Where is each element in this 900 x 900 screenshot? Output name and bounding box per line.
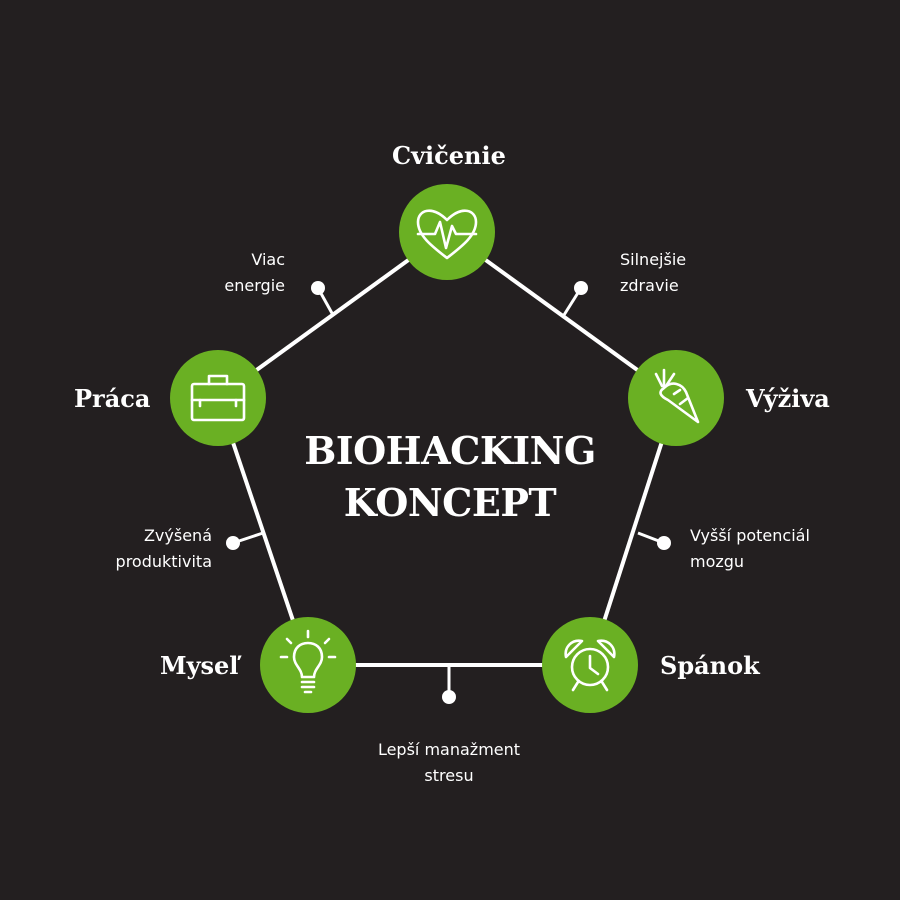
connector-dot [657, 536, 671, 550]
edge-label-silnejsie-zdravie: Silnejšie zdravie [620, 247, 686, 299]
edge-label-line: Zvýšená [143, 526, 212, 545]
node-label-praca: Práca [74, 384, 151, 413]
nodes-layer [170, 184, 724, 713]
edge-label-line: mozgu [690, 552, 745, 571]
connector-vyssi-potencial [637, 531, 671, 550]
edge-label-lepsi-manazment: Lepší manažment stresu [349, 737, 549, 789]
edge-label-line: stresu [424, 766, 474, 785]
edge-label-line: Vyšší potenciál [690, 526, 810, 545]
connector-viac-energie [311, 281, 335, 316]
edge-label-vyssi-potencial: Vyšší potenciál mozgu [690, 523, 810, 575]
edge-label-zvysena-produktivita: Zvýšená produktivita [62, 523, 212, 575]
heart-pulse-icon [416, 209, 478, 260]
node-label-cvicenie: Cvičenie [392, 141, 506, 170]
edge-label-viac-energie: Viac energie [185, 247, 285, 299]
center-title: BIOHACKING KONCEPT [250, 425, 650, 529]
center-title-line2: KONCEPT [343, 480, 557, 525]
carrot-icon [654, 368, 700, 424]
edge-label-line: energie [224, 276, 285, 295]
edge-label-line: Lepší manažment [377, 740, 521, 759]
node-label-vyziva: Výživa [746, 384, 830, 413]
edge-label-line: Viac [251, 250, 285, 269]
connector-dot [311, 281, 325, 295]
node-spanok [542, 617, 638, 713]
alarm-clock-icon [564, 639, 616, 692]
node-praca [170, 350, 266, 446]
connector-dot [226, 536, 240, 550]
connector-lepsi-manazment [442, 665, 456, 704]
connector-dot [574, 281, 588, 295]
edge-label-line: Silnejšie [620, 250, 687, 269]
edge-label-line: zdravie [620, 276, 679, 295]
edge-label-line: produktivita [115, 552, 212, 571]
briefcase-icon [190, 374, 246, 422]
center-title-line1: BIOHACKING [304, 428, 596, 473]
node-label-spanok: Spánok [660, 651, 760, 680]
node-label-mysel: Myseľ [160, 651, 239, 680]
node-mysel [260, 617, 356, 713]
connector-dot [442, 690, 456, 704]
node-vyziva [628, 350, 724, 446]
node-cvicenie [399, 184, 495, 280]
connector-silnejsie-zdravie [562, 281, 588, 316]
lightbulb-icon [279, 629, 337, 694]
connector-zvysena-produktivita [226, 531, 264, 550]
